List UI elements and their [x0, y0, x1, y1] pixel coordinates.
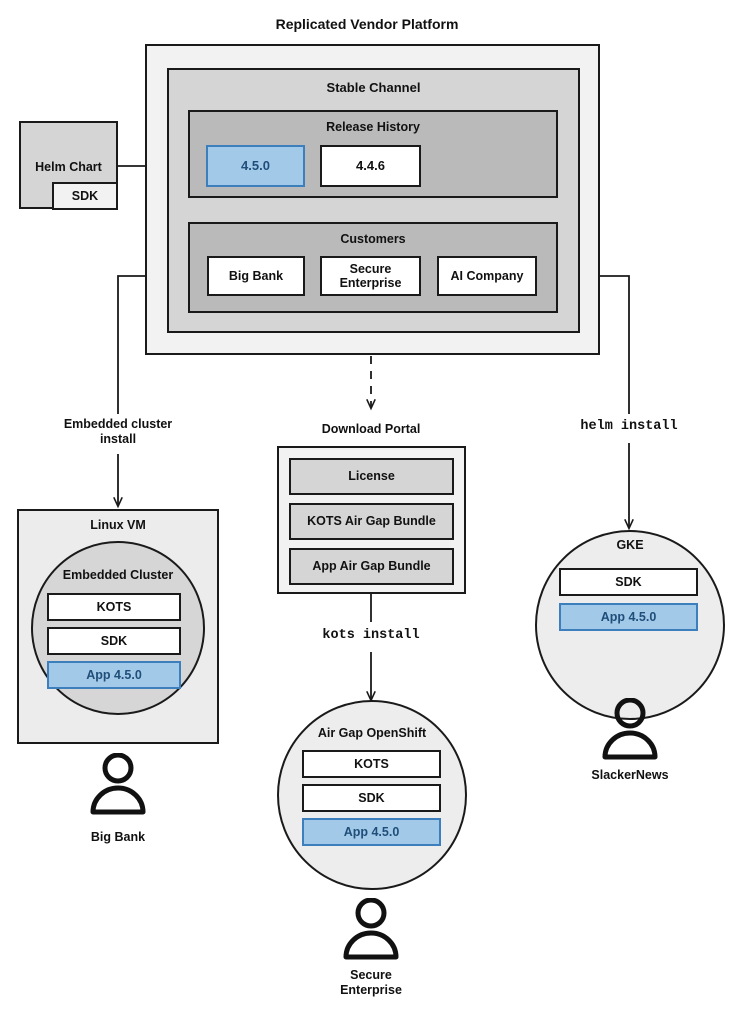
embedded-cluster-label: Embedded Cluster [62, 568, 174, 582]
gke-component-sdk[interactable]: SDK [559, 568, 698, 596]
persona-label-secure-enterprise: Secure Enterprise [340, 968, 402, 997]
persona-icon-big-bank [90, 753, 146, 815]
persona-icon-slackernews [602, 698, 658, 760]
edge-label-kots-install: kots install [322, 628, 420, 643]
helm-chart-sdk-box[interactable]: SDK [52, 182, 118, 210]
gke-component-app[interactable]: App 4.5.0 [559, 603, 698, 631]
release-box-4-4-6[interactable]: 4.4.6 [320, 145, 421, 187]
linux-vm-label: Linux VM [90, 518, 146, 532]
air-gap-openshift-label: Air Gap OpenShift [317, 726, 427, 740]
stable-channel-label: Stable Channel [326, 80, 421, 95]
persona-icon-secure-enterprise [343, 898, 399, 960]
linux-vm-component-sdk[interactable]: SDK [47, 627, 181, 655]
edge-label-download-portal: Download Portal [321, 422, 421, 436]
linux-vm-component-app[interactable]: App 4.5.0 [47, 661, 181, 689]
release-box-4-5-0[interactable]: 4.5.0 [206, 145, 305, 187]
gke-label: GKE [616, 538, 644, 552]
openshift-component-app[interactable]: App 4.5.0 [302, 818, 441, 846]
openshift-component-sdk[interactable]: SDK [302, 784, 441, 812]
openshift-component-kots[interactable]: KOTS [302, 750, 441, 778]
release-history-label: Release History [326, 120, 420, 134]
linux-vm-component-kots[interactable]: KOTS [47, 593, 181, 621]
customer-secure-enterprise[interactable]: Secure Enterprise [320, 256, 421, 296]
download-portal-item-app-air-gap-bundle[interactable]: App Air Gap Bundle [289, 548, 454, 585]
edge-label-embedded-cluster-install: Embedded cluster install [63, 417, 173, 446]
persona-label-big-bank: Big Bank [90, 830, 146, 844]
customer-ai-company[interactable]: AI Company [437, 256, 537, 296]
customer-big-bank[interactable]: Big Bank [207, 256, 305, 296]
page-title: Replicated Vendor Platform [275, 16, 459, 32]
customers-label: Customers [340, 232, 406, 246]
download-portal-item-kots-air-gap-bundle[interactable]: KOTS Air Gap Bundle [289, 503, 454, 540]
edge-label-helm-install: helm install [580, 419, 678, 434]
download-portal-item-license[interactable]: License [289, 458, 454, 495]
persona-label-slackernews: SlackerNews [591, 768, 669, 782]
